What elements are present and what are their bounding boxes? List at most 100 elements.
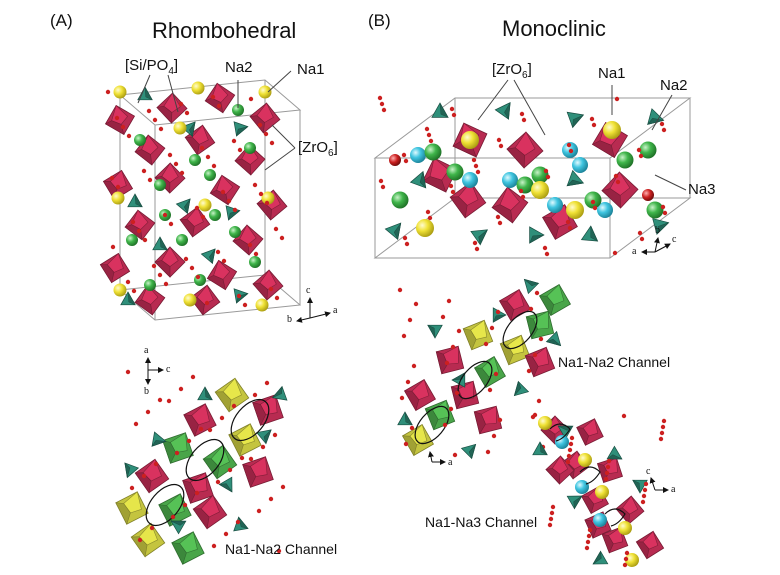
rhombohedral-oxygen bbox=[110, 244, 116, 250]
rhombohedral-tetrahedron-face-b bbox=[144, 86, 153, 101]
rhombohedral-channel-polyhedron bbox=[134, 458, 170, 494]
monoclinic-na1-na3-tetrahedron-face-b bbox=[573, 495, 583, 510]
rhombohedral-oxygen bbox=[215, 249, 221, 255]
monoclinic-na1-na3-oxygen bbox=[605, 464, 611, 470]
rhombohedral-oxygen bbox=[162, 212, 168, 218]
rhombohedral-channel-tetrahedron bbox=[256, 429, 272, 445]
rhombohedral-channel-polyhedron-face-left bbox=[242, 464, 257, 489]
rhombohedral-tetrahedron bbox=[180, 121, 196, 138]
rhombohedral-channel-polyhedron bbox=[171, 531, 205, 565]
rhombohedral-na2-sphere bbox=[249, 256, 261, 268]
rhombohedral-channel-oxygen bbox=[198, 426, 204, 432]
monoclinic-oxygen bbox=[566, 142, 572, 148]
rhombohedral-oxygen bbox=[273, 226, 279, 232]
rhombohedral-octahedron-face-left bbox=[232, 238, 250, 256]
label-b-na3: Na3 bbox=[688, 181, 716, 198]
monoclinic-na1-na3-oxygen bbox=[565, 459, 571, 465]
rhombohedral-channel-polyhedron-face-left bbox=[202, 458, 220, 480]
monoclinic-na1-na2-tetrahedron bbox=[545, 330, 562, 347]
monoclinic-oxygen bbox=[448, 183, 454, 189]
rhombohedral-octahedron bbox=[206, 259, 238, 291]
monoclinic-na1-na2-tetrahedron bbox=[397, 411, 413, 426]
monoclinic-na1-na3-tetrahedron bbox=[532, 441, 548, 456]
monoclinic-na2-sphere bbox=[446, 163, 464, 181]
monoclinic-na1-na2-polyhedron bbox=[499, 334, 531, 366]
panel-a-label: (A) bbox=[50, 11, 73, 30]
rhombohedral-channel-oxygen bbox=[129, 485, 135, 491]
rhombohedral-channel-tetrahedron-face-b bbox=[170, 520, 187, 526]
rhombohedral-octahedron-face-left bbox=[234, 158, 252, 176]
monoclinic-na1-na3-oxygen bbox=[623, 556, 629, 562]
axis-a-top-a: a bbox=[333, 305, 338, 316]
monoclinic-na2-sphere bbox=[616, 151, 634, 169]
monoclinic-na3-sphere bbox=[410, 147, 426, 163]
rhombohedral-octahedron-face-left bbox=[124, 224, 143, 241]
monoclinic-octahedron-face-left bbox=[491, 204, 513, 224]
monoclinic-na1-na3-oxygen bbox=[548, 516, 554, 522]
monoclinic-na1-na2-oxygen bbox=[491, 433, 497, 439]
rhombohedral-oxygen bbox=[232, 207, 238, 213]
rhombohedral-oxygen bbox=[216, 103, 222, 109]
monoclinic-na1-na2-oxygen bbox=[538, 336, 544, 342]
rhombohedral-oxygen bbox=[205, 154, 211, 160]
monoclinic-oxygen bbox=[639, 236, 645, 242]
rhombohedral-na2-sphere bbox=[204, 169, 216, 181]
rhombohedral-channel-polyhedron-face-left bbox=[130, 536, 148, 558]
monoclinic-na1-na2-oxygen bbox=[450, 344, 456, 350]
monoclinic-na1-na3-sphere bbox=[625, 553, 639, 567]
rhombohedral-channel-oxygen bbox=[219, 415, 225, 421]
monoclinic-na1-na3-sphere bbox=[555, 435, 569, 449]
monoclinic-na3-sphere bbox=[572, 157, 588, 173]
rhombohedral-octahedron bbox=[252, 269, 284, 301]
rhombohedral-oxygen bbox=[252, 182, 258, 188]
monoclinic-na1-na3-tetrahedron bbox=[632, 479, 648, 494]
rhombohedral-na1-sphere bbox=[113, 283, 127, 297]
panel-b-label: (B) bbox=[368, 11, 391, 30]
rhombohedral-oxygen bbox=[263, 131, 269, 137]
rhombohedral-oxygen bbox=[114, 115, 120, 121]
rhombohedral-channel-oxygen bbox=[157, 397, 163, 403]
rhombohedral-octahedron-face-left bbox=[99, 264, 115, 284]
monoclinic-na2-sphere bbox=[391, 191, 409, 209]
rhombohedral-channel-polyhedron-face-left bbox=[134, 472, 152, 494]
monoclinic-na1-na2-tetrahedron-face-b bbox=[514, 380, 522, 396]
rhombohedral-oxygen bbox=[168, 221, 174, 227]
monoclinic-oxygen bbox=[518, 188, 524, 194]
monoclinic-na1-na3-sphere bbox=[618, 521, 632, 535]
monoclinic-na1-na2-oxygen bbox=[485, 449, 491, 455]
rhombohedral-migration-path bbox=[185, 438, 225, 482]
rhombohedral-octahedron-face-left bbox=[179, 218, 195, 238]
monoclinic-tetrahedron-face-b bbox=[478, 229, 488, 246]
monoclinic-oxygen bbox=[427, 215, 433, 221]
monoclinic-na1-na3-sphere bbox=[575, 480, 589, 494]
monoclinic-na1-na2-oxygen bbox=[483, 341, 489, 347]
rhombohedral-na2-sphere bbox=[194, 274, 206, 286]
rhombohedral-channel-oxygen bbox=[170, 514, 176, 520]
rhombohedral-channel-oxygen bbox=[252, 392, 258, 398]
rhombohedral-oxygen bbox=[264, 200, 270, 206]
monoclinic-tetrahedron-face-a bbox=[566, 169, 585, 187]
label-si-po4-subscript: 4 bbox=[168, 66, 174, 77]
rhombohedral-na2-sphere bbox=[144, 279, 156, 291]
monoclinic-oxygen bbox=[543, 168, 549, 174]
monoclinic-oxygen bbox=[378, 178, 384, 184]
monoclinic-na1-na2-oxygen bbox=[528, 306, 534, 312]
monoclinic-oxygen bbox=[404, 241, 410, 247]
rhombohedral-channel-polyhedron-face-left bbox=[158, 504, 174, 527]
monoclinic-na1-na2-tetrahedron bbox=[427, 324, 443, 339]
label-a-zro6: [ZrO6] bbox=[298, 140, 338, 159]
rhombohedral-channel-oxygen bbox=[260, 444, 266, 450]
monoclinic-tetrahedron bbox=[566, 169, 585, 187]
rhombohedral-channel-tetrahedra bbox=[124, 385, 288, 535]
monoclinic-octahedron bbox=[491, 186, 529, 224]
monoclinic-na1-na3-oxygen bbox=[641, 493, 647, 499]
rhombohedral-octahedron bbox=[204, 82, 236, 114]
monoclinic-oxygen bbox=[496, 137, 502, 143]
monoclinic-na1-na3-oxygen bbox=[585, 539, 591, 545]
rhombohedral-octahedron bbox=[134, 284, 166, 316]
monoclinic-na1-na3-oxygen bbox=[622, 562, 628, 568]
monoclinic-oxygen bbox=[474, 246, 480, 252]
rhombohedral-oxygen bbox=[125, 279, 131, 285]
monoclinic-oxygen bbox=[613, 173, 619, 179]
